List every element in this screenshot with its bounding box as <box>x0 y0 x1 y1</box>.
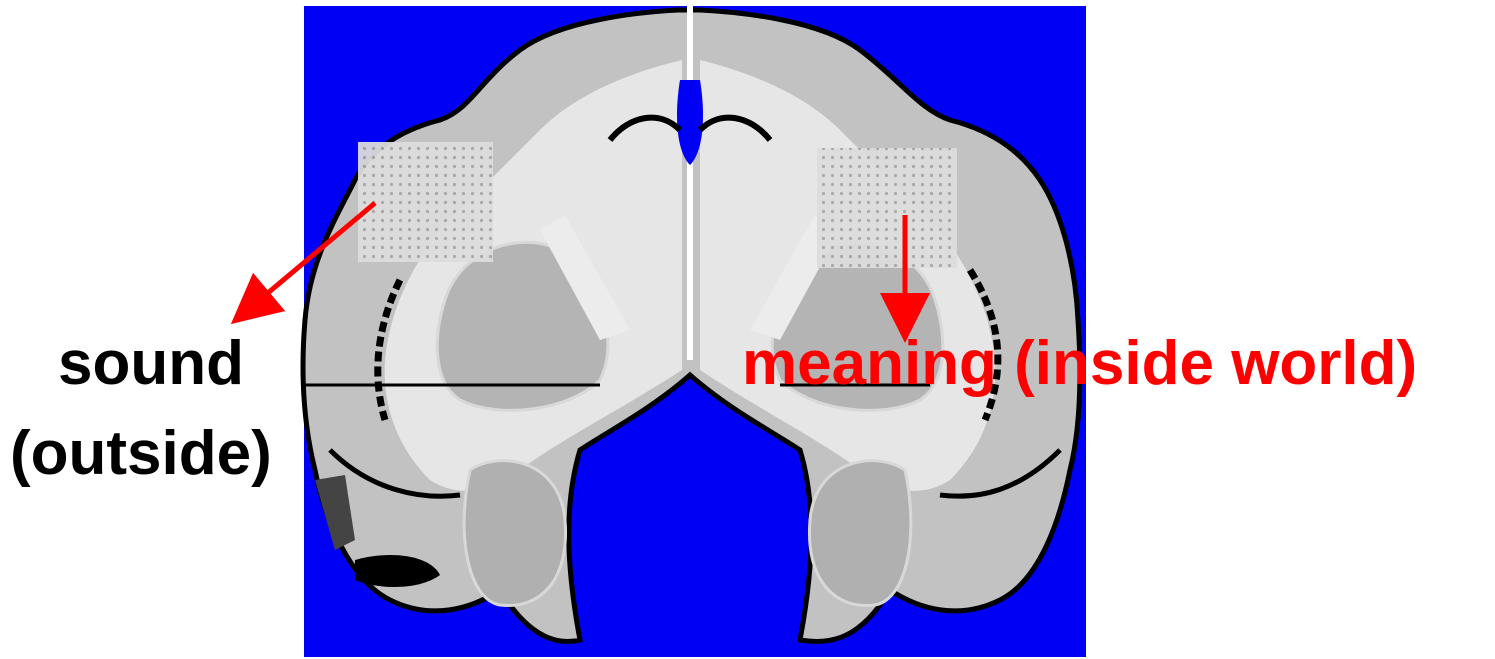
temporal-lobe-left <box>464 461 565 606</box>
sound-label: sound <box>58 333 244 395</box>
meaning-label: meaning (inside world) <box>742 333 1417 395</box>
meaning-cortex-region <box>817 148 957 268</box>
temporal-lobe-right <box>809 461 910 606</box>
auditory-cortex-region <box>358 142 493 262</box>
outside-label: (outside) <box>10 423 272 485</box>
